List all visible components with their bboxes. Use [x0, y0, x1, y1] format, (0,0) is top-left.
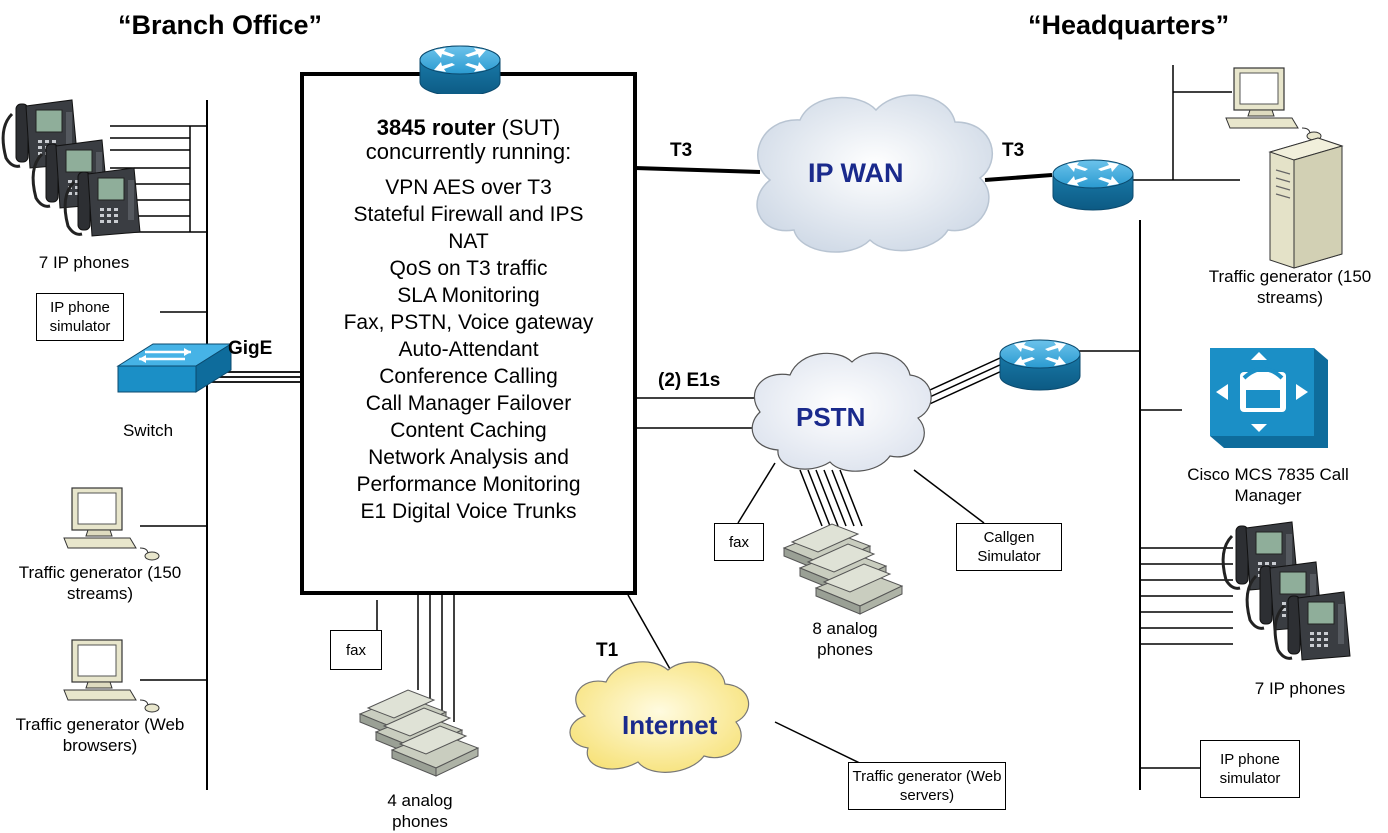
internet-label: Internet	[622, 710, 718, 740]
internet-cloud	[569, 661, 750, 773]
hq-simulator-box: IP phone simulator	[1200, 740, 1300, 798]
pc-icon	[63, 639, 160, 713]
branch-analog-label: 4 analog phones	[387, 791, 453, 831]
t3-right-label: T3	[1002, 140, 1025, 161]
call-manager-icon	[1210, 348, 1328, 448]
router-feature: E1 Digital Voice Trunks	[360, 500, 577, 523]
router-feature: SLA Monitoring	[397, 284, 540, 307]
router-feature-box: 3845 router (SUT) concurrently running: …	[300, 72, 637, 595]
router-feature: Fax, PSTN, Voice gateway	[343, 311, 594, 334]
router-name: 3845 router	[376, 115, 496, 140]
callgen-box: Callgen Simulator	[956, 523, 1062, 571]
core-router-overlay	[419, 45, 501, 94]
router-feature: NAT	[448, 230, 489, 253]
hq-tg-streams-label: Traffic generator (150 streams)	[1208, 267, 1372, 307]
switch-label: Switch	[122, 421, 174, 440]
router-suffix: (SUT)	[495, 115, 561, 140]
pstn-analog-label: 8 analog phones	[812, 619, 878, 659]
branch-fax-box: fax	[330, 630, 382, 670]
branch-phones-label: 7 IP phones	[38, 253, 130, 272]
pstn-label: PSTN	[796, 402, 866, 432]
pstn-fax-box: fax	[714, 523, 764, 561]
server-icon	[1269, 137, 1343, 269]
router-feature: Call Manager Failover	[365, 392, 572, 415]
t1-label: T1	[596, 640, 619, 661]
router-feature: QoS on T3 traffic	[389, 257, 548, 280]
router-heading: 3845 router (SUT) concurrently running:	[304, 116, 633, 164]
switch-icon	[116, 343, 233, 393]
hq-phones-label: 7 IP phones	[1254, 679, 1346, 698]
router-feature: Conference Calling	[379, 365, 558, 388]
ipwan-cloud	[756, 94, 994, 253]
pstn-router-icon	[999, 339, 1081, 391]
branch-office-title: “Branch Office”	[118, 10, 323, 40]
router-feature-list: VPN AES over T3 Stateful Firewall and IP…	[304, 174, 633, 525]
t3-left-label: T3	[670, 140, 693, 161]
mcs-label: Cisco MCS 7835 Call Manager	[1187, 465, 1349, 505]
branch-tg-web-label: Traffic generator (Web browsers)	[15, 715, 185, 755]
router-feature: Stateful Firewall and IPS	[353, 203, 584, 226]
router-subtitle: concurrently running:	[365, 139, 572, 164]
pc-icon	[1225, 67, 1322, 141]
router-feature: VPN AES over T3	[385, 176, 552, 199]
hq-router-icon	[1052, 159, 1134, 211]
router-feature: Network Analysis and	[368, 446, 569, 469]
pstn-cloud	[751, 352, 932, 472]
router-feature: Auto-Attendant	[398, 338, 539, 361]
headquarters-title: “Headquarters”	[1028, 10, 1230, 40]
e1-label: (2) E1s	[658, 370, 721, 391]
gige-label: GigE	[228, 338, 273, 359]
branch-simulator-box: IP phone simulator	[36, 293, 124, 341]
web-servers-box: Traffic generator (Web servers)	[848, 762, 1006, 810]
router-feature: Content Caching	[390, 419, 547, 442]
router-feature: Performance Monitoring	[356, 473, 581, 496]
pc-icon	[63, 487, 160, 561]
ipwan-label: IP WAN	[808, 158, 904, 188]
branch-tg-streams-label: Traffic generator (150 streams)	[18, 563, 182, 603]
